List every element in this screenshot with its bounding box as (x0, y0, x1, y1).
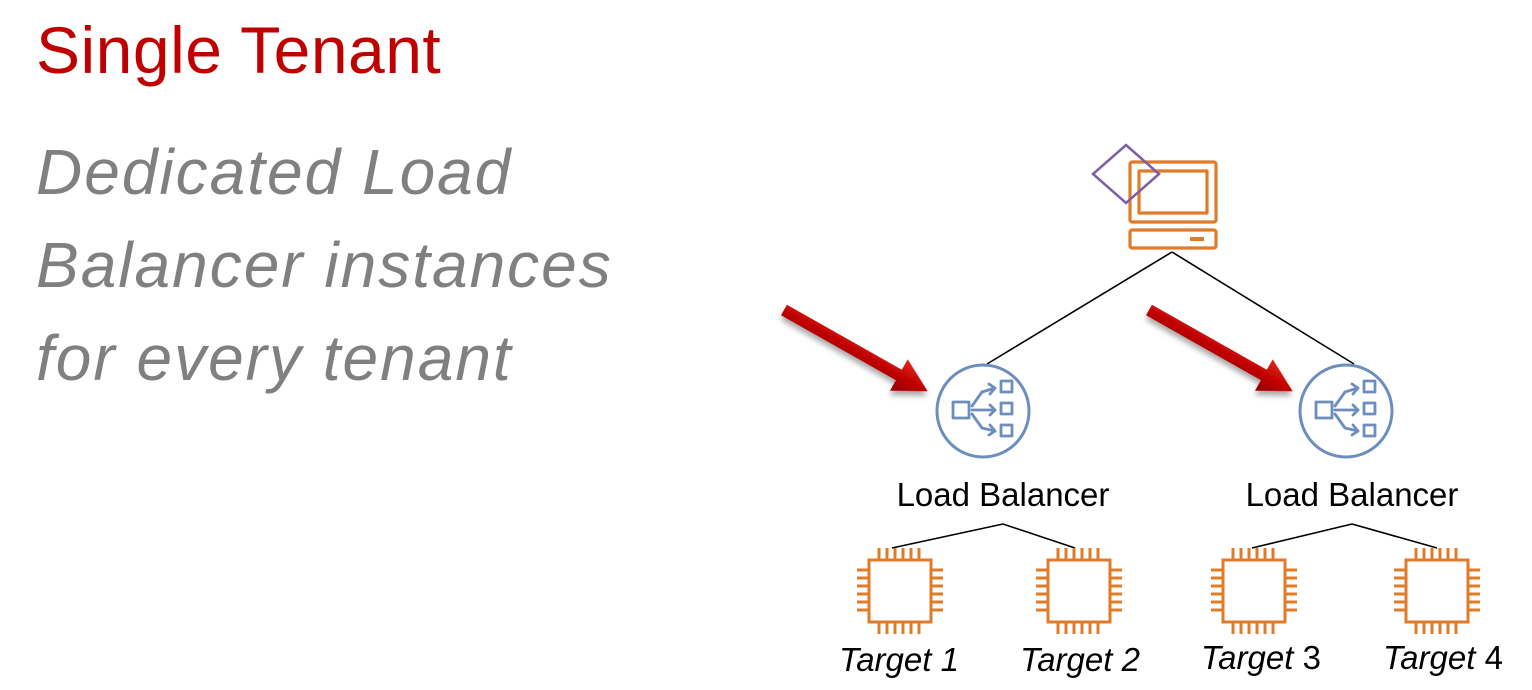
target-label: Target 2 (1020, 641, 1140, 678)
load-balancer-label: Load Balancer (1246, 476, 1459, 513)
diamond-marker-icon (1091, 143, 1161, 205)
desktop-computer-icon (1128, 160, 1218, 250)
connector-lb1-target1 (891, 523, 1004, 549)
connector-lb1-target2 (1002, 523, 1076, 549)
target-label: Target 1 (839, 641, 959, 678)
connector-client-lb2 (1171, 251, 1355, 365)
red-arrow-icon (1146, 304, 1293, 392)
slide-title: Single Tenant (36, 13, 442, 87)
red-arrow-icon (781, 304, 928, 392)
connector-lb2-target3 (1251, 523, 1353, 549)
subtitle-line-3: for every tenant (36, 322, 513, 394)
connector-lines (891, 251, 1438, 549)
slide-subtitle: Dedicated Load Balancer instances for ev… (36, 126, 736, 405)
load-balancer-label: Load Balancer (897, 476, 1110, 513)
subtitle-line-2: Balancer instances (36, 229, 613, 301)
subtitle-line-1: Dedicated Load (36, 136, 513, 208)
load-balancer-icon (935, 363, 1031, 459)
ec2-instance-chip-icon (1211, 548, 1297, 634)
ec2-instance-chip-icon (1394, 548, 1480, 634)
connector-client-lb1 (986, 251, 1173, 365)
ec2-instance-chip-icon (1036, 548, 1122, 634)
ec2-instance-chip-icon (857, 548, 943, 634)
load-balancer-icon (1298, 363, 1394, 459)
target-label: Target 3 (1201, 639, 1321, 676)
target-label: Target 4 (1383, 639, 1503, 676)
connector-lb2-target4 (1351, 523, 1438, 549)
